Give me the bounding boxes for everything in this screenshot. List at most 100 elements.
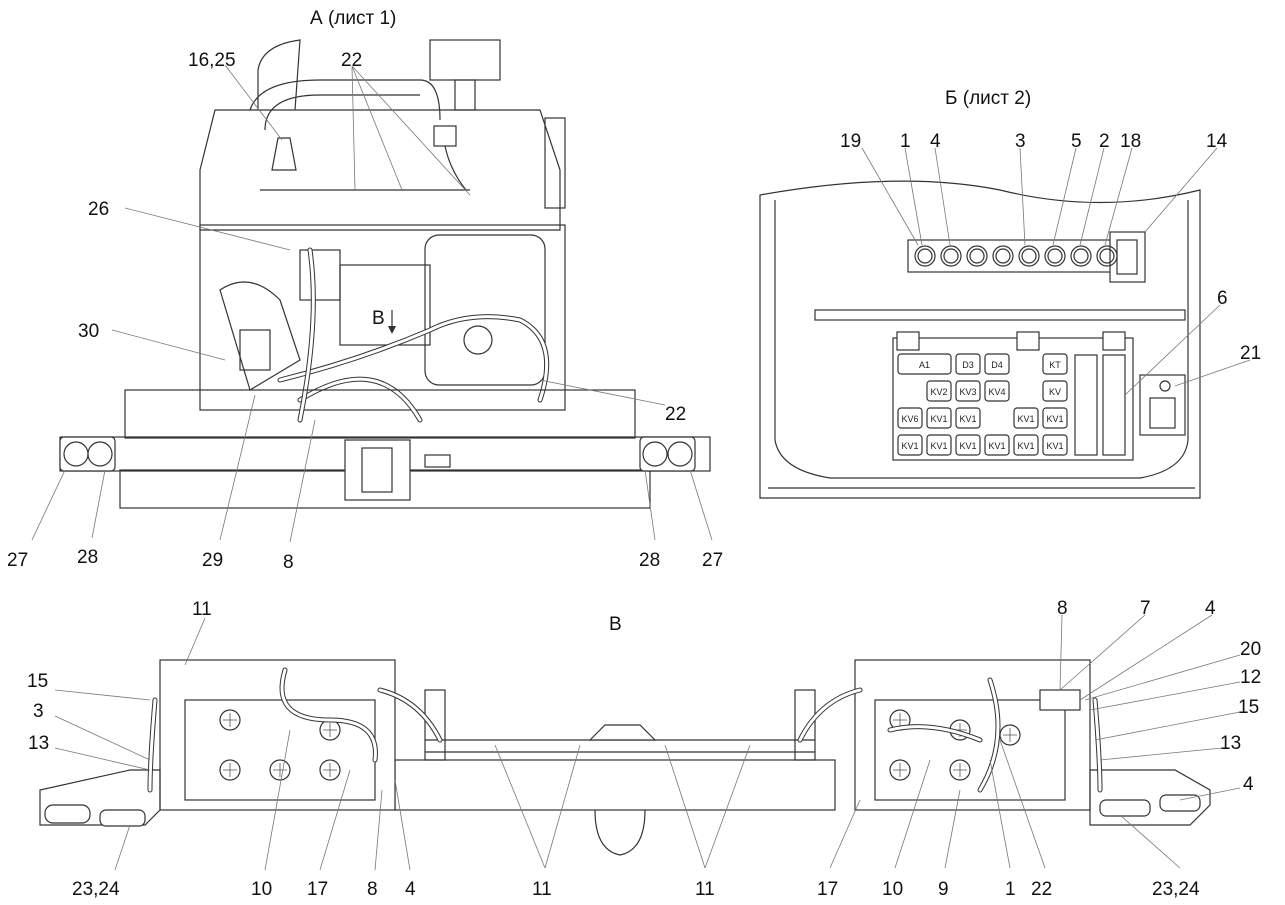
callout-14: 14 (1206, 131, 1228, 152)
relay (926, 434, 952, 456)
callout-3: 3 (1015, 131, 1026, 152)
relay-label: KV1 (988, 441, 1005, 451)
relay-label: KV1 (901, 441, 918, 451)
mount-icon (219, 759, 241, 781)
callout-23-24: 23,24 (1152, 879, 1200, 900)
callout-10: 10 (251, 879, 272, 900)
callout-13: 13 (1220, 733, 1241, 754)
callout-11: 11 (695, 879, 715, 900)
relay (926, 380, 952, 402)
relay-label: KV1 (930, 441, 947, 451)
relay (1042, 380, 1068, 402)
switch-icon (1044, 245, 1066, 267)
view-v-arrow-label: В (372, 308, 385, 329)
callout-8: 8 (283, 552, 294, 573)
callout-11: 11 (532, 879, 552, 900)
callout-8: 8 (1057, 598, 1068, 619)
callout-10: 10 (882, 879, 903, 900)
relay (897, 434, 923, 456)
relay-label: KV (1049, 387, 1061, 397)
relay (1013, 407, 1039, 429)
callout-2: 2 (1099, 131, 1110, 152)
callout-22: 22 (341, 50, 362, 71)
relay-label: KT (1049, 360, 1061, 370)
relay (984, 434, 1010, 456)
switch-panel (907, 231, 1146, 283)
switch-icon (1070, 245, 1092, 267)
mount-icon (219, 709, 241, 731)
callout-19: 19 (840, 131, 861, 152)
switch-icon (1096, 245, 1118, 267)
relay (926, 407, 952, 429)
callout-17: 17 (817, 879, 838, 900)
callout-4: 4 (930, 131, 941, 152)
relay-label: KV4 (988, 387, 1005, 397)
switch-icon (966, 245, 988, 267)
callout-13: 13 (28, 733, 49, 754)
relay-label: D3 (962, 360, 974, 370)
relay-label: A1 (919, 360, 930, 370)
relay (897, 407, 923, 429)
switch-icon (992, 245, 1014, 267)
callout-27: 27 (702, 550, 723, 571)
callout-17: 17 (307, 879, 328, 900)
view-v-drawing: В 11 15 3 13 23,24 10 17 8 4 11 11 17 10… (27, 598, 1261, 900)
relay-label: KV1 (1017, 441, 1034, 451)
callout-28: 28 (77, 547, 98, 568)
relay-label: KV1 (959, 441, 976, 451)
relay-label: KV6 (901, 414, 918, 424)
callout-15: 15 (27, 671, 48, 692)
rear-lamp-right (639, 436, 696, 472)
callout-20: 20 (1240, 639, 1261, 660)
callout-5: 5 (1071, 131, 1082, 152)
relay (955, 434, 981, 456)
callout-18: 18 (1120, 131, 1141, 152)
callout-30: 30 (78, 321, 99, 342)
callout-15: 15 (1238, 697, 1259, 718)
callout-3: 3 (33, 701, 44, 722)
mount-icon (269, 759, 291, 781)
callout-22: 22 (1031, 879, 1052, 900)
relay-label: KV3 (959, 387, 976, 397)
callout-12: 12 (1240, 667, 1261, 688)
relay-label: D4 (991, 360, 1003, 370)
view-a-drawing: А (лист 1) В 16,2 (7, 8, 723, 573)
relay (1013, 434, 1039, 456)
relay-label: KV1 (1017, 414, 1034, 424)
mount-icon (319, 759, 341, 781)
view-a-title: А (лист 1) (310, 8, 396, 29)
relay (955, 407, 981, 429)
callout-26: 26 (88, 199, 109, 220)
rear-lamp-left (59, 436, 116, 472)
callout-4: 4 (1243, 774, 1254, 795)
relay (897, 353, 952, 375)
mount-icon (949, 759, 971, 781)
relay (955, 380, 981, 402)
mount-icon (889, 759, 911, 781)
callout-11: 11 (192, 599, 212, 620)
callout-9: 9 (938, 879, 949, 900)
relay (984, 380, 1010, 402)
callout-6: 6 (1217, 288, 1228, 309)
relay-label: KV1 (1046, 414, 1063, 424)
callout-29: 29 (202, 550, 223, 571)
callout-4: 4 (405, 879, 416, 900)
callout-1: 1 (900, 131, 911, 152)
relay-label: KV1 (930, 414, 947, 424)
callout-7: 7 (1140, 598, 1151, 619)
view-b-title: Б (лист 2) (945, 88, 1031, 109)
relay (1042, 434, 1068, 456)
relay (984, 353, 1010, 375)
relay-label: KV2 (930, 387, 947, 397)
callout-21: 21 (1240, 343, 1261, 364)
callout-28: 28 (639, 550, 660, 571)
callout-16-25: 16,25 (188, 50, 236, 71)
callout-1: 1 (1005, 879, 1016, 900)
callout-27: 27 (7, 550, 28, 571)
callout-23-24: 23,24 (72, 879, 120, 900)
relay (1042, 353, 1068, 375)
switch-icon (1018, 245, 1040, 267)
view-v-title: В (609, 614, 622, 635)
callout-8: 8 (367, 879, 378, 900)
